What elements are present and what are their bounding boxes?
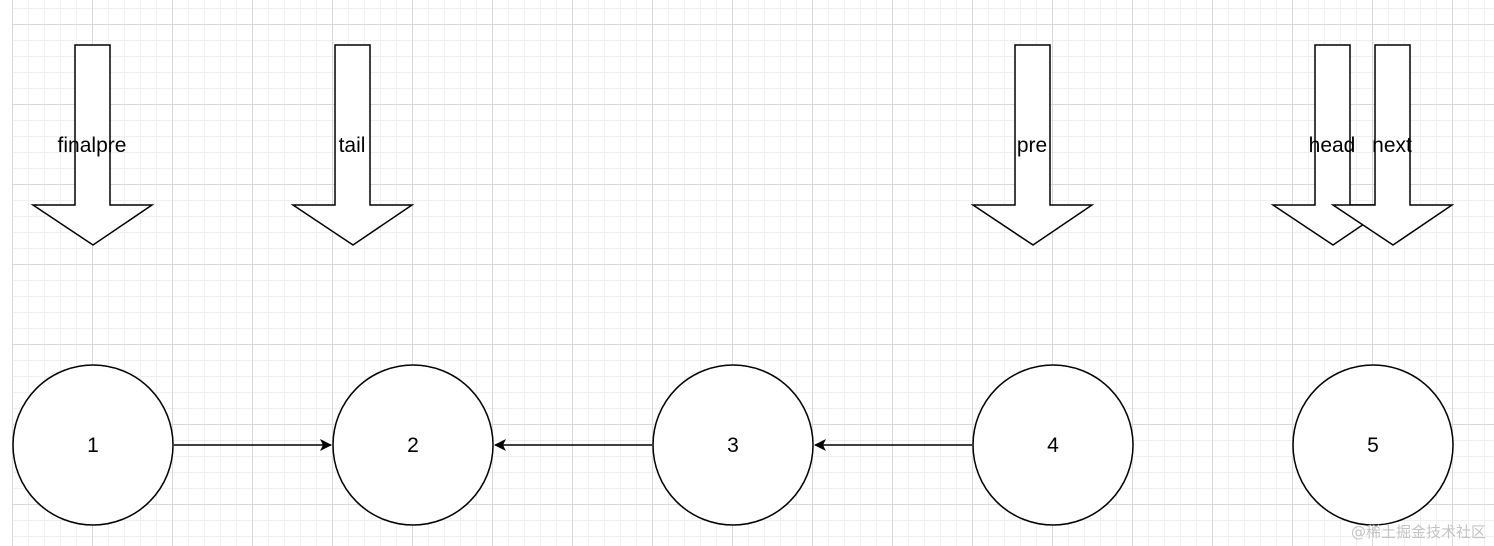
pointer-tail: tail bbox=[290, 44, 415, 246]
node-5: 5 bbox=[1292, 364, 1454, 526]
pointer-next: next bbox=[1330, 44, 1455, 246]
pointer-finalpre: finalpre bbox=[30, 44, 155, 246]
pointer-next-arrow-shape bbox=[1330, 44, 1455, 246]
pointer-finalpre-label: finalpre bbox=[58, 134, 127, 157]
node-3: 3 bbox=[652, 364, 814, 526]
node-3-circle bbox=[652, 364, 814, 526]
pointer-pre-label: pre bbox=[1017, 134, 1047, 157]
node-1: 1 bbox=[12, 364, 174, 526]
node-1-label: 1 bbox=[87, 434, 99, 457]
node-2: 2 bbox=[332, 364, 494, 526]
pointer-tail-arrow-shape bbox=[290, 44, 415, 246]
watermark-text: @稀土掘金技术社区 bbox=[1351, 523, 1486, 541]
pointer-finalpre-arrow-shape bbox=[30, 44, 155, 246]
node-1-circle bbox=[12, 364, 174, 526]
node-2-circle bbox=[332, 364, 494, 526]
pointer-pre: pre bbox=[970, 44, 1095, 246]
node-5-circle bbox=[1292, 364, 1454, 526]
node-4-label: 4 bbox=[1047, 434, 1059, 457]
pointer-tail-label: tail bbox=[339, 134, 366, 157]
pointer-pre-arrow-shape bbox=[970, 44, 1095, 246]
node-4: 4 bbox=[972, 364, 1134, 526]
pointer-head-label: head bbox=[1309, 134, 1356, 157]
node-2-label: 2 bbox=[407, 434, 419, 457]
node-5-label: 5 bbox=[1367, 434, 1379, 457]
node-3-label: 3 bbox=[727, 434, 739, 457]
pointer-next-label: next bbox=[1372, 134, 1412, 157]
node-4-circle bbox=[972, 364, 1134, 526]
